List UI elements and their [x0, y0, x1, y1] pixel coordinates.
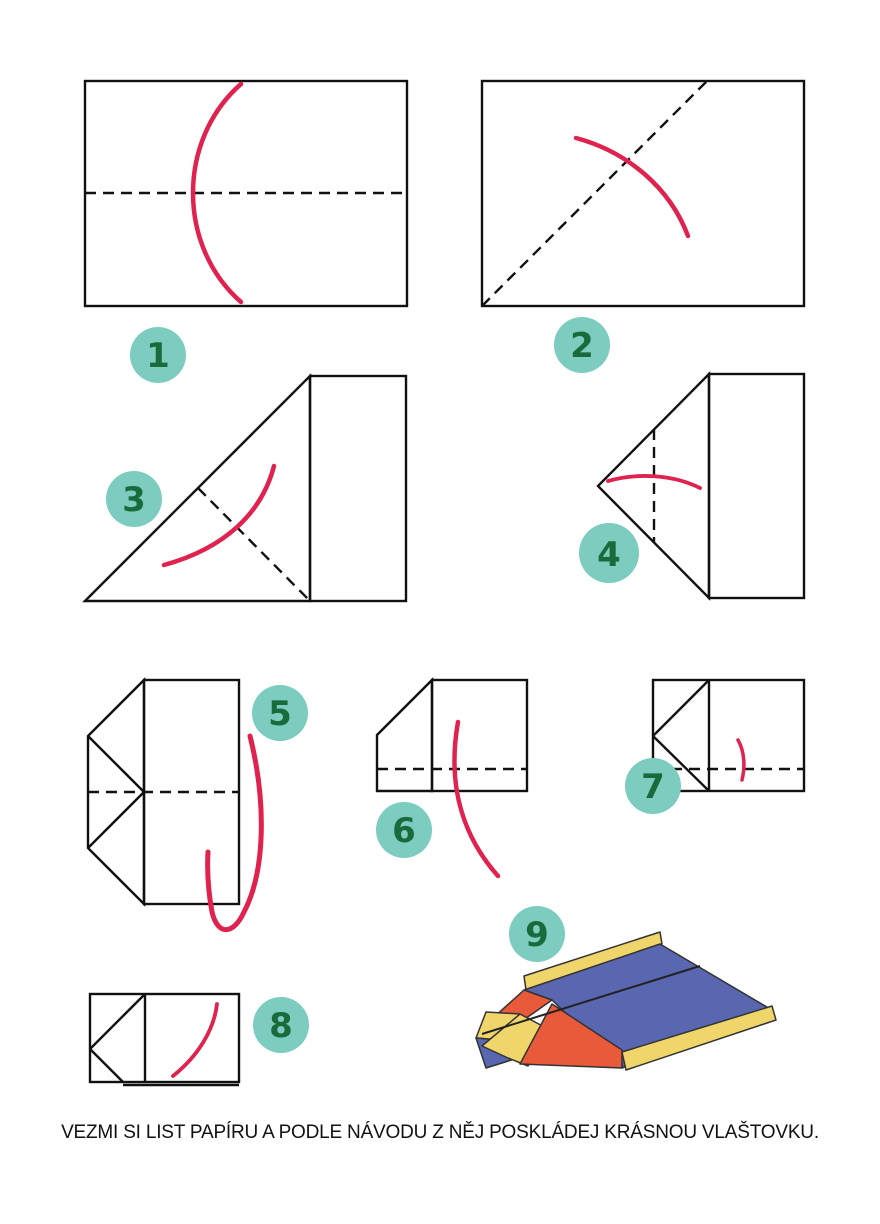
crease	[652, 735, 710, 792]
fold-arrow	[452, 719, 501, 879]
paper-sheet	[88, 992, 241, 1084]
plane-wing-edge	[523, 931, 663, 991]
fold-line	[197, 487, 311, 602]
fold-arrow	[205, 733, 264, 933]
step-number: 6	[392, 811, 416, 851]
step-number: 3	[122, 480, 146, 520]
crease	[89, 1048, 124, 1083]
step-5-diagram	[86, 677, 264, 933]
step-badge-9: 9	[509, 906, 565, 962]
fold-arrow	[606, 474, 702, 490]
step-7-diagram	[651, 678, 806, 793]
paper-sheet	[430, 678, 529, 793]
crease	[87, 735, 145, 793]
fold-line	[481, 80, 708, 307]
fold-arrow	[190, 81, 244, 305]
plane-center-fold	[481, 965, 701, 1035]
fold-arrow	[161, 463, 277, 568]
fold-arrow	[573, 135, 691, 239]
fold-arrow	[171, 1002, 219, 1078]
step-number: 1	[146, 336, 170, 376]
crease	[87, 791, 145, 849]
step-badge-2: 2	[554, 317, 610, 373]
step-badges: 1 2 3 4 5 6 7 8	[106, 317, 681, 1053]
step-number: 2	[570, 326, 594, 366]
step-badge-6: 6	[376, 802, 432, 858]
step-badge-4: 4	[579, 523, 639, 583]
step-8-diagram	[88, 992, 241, 1087]
step-badge-8: 8	[253, 997, 309, 1053]
step-6-diagram	[375, 677, 529, 879]
step-badge-5: 5	[252, 685, 308, 741]
step-number: 9	[525, 915, 549, 955]
plane-wing-edge	[621, 1005, 777, 1071]
instruction-caption: VEZMI SI LIST PAPÍRU A PODLE NÁVODU Z NĚ…	[61, 1122, 819, 1143]
step-badge-3: 3	[106, 471, 162, 527]
paper-sheet	[480, 79, 806, 308]
step-badge-1: 1	[130, 327, 186, 383]
crease	[89, 993, 146, 1050]
step-badge-7: 7	[625, 758, 681, 814]
step-2-diagram	[480, 79, 806, 308]
paper-sheet	[308, 374, 408, 603]
step-9-paper-plane	[475, 931, 777, 1071]
step-number: 8	[269, 1006, 293, 1046]
step-1-diagram	[83, 79, 409, 308]
step-number: 5	[268, 694, 292, 734]
step-3-diagram	[82, 373, 408, 603]
step-number: 7	[641, 767, 665, 807]
plane-body	[519, 1003, 623, 1069]
folded-tip	[375, 677, 434, 793]
fold-arrow	[736, 738, 746, 782]
crease	[652, 679, 710, 737]
step-number: 4	[597, 535, 621, 575]
step-4-diagram	[596, 371, 806, 601]
paper-sheet	[707, 372, 806, 600]
